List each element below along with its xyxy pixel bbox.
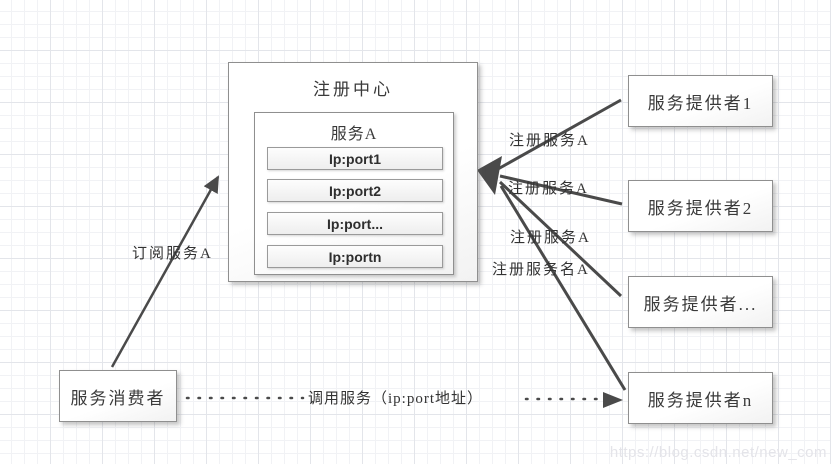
register-name-label: 注册服务名A (492, 262, 590, 278)
register-line-4 (499, 185, 627, 391)
register-label-3: 注册服务A (510, 230, 591, 246)
register-label-1: 注册服务A (509, 133, 590, 149)
endpoint-row-2: Ip:port2 (267, 179, 443, 202)
registry-title: 注册中心 (313, 80, 393, 99)
consumer-box: 服务消费者 (59, 370, 177, 422)
service-group-box: 服务A Ip:port1 Ip:port2 Ip:port... Ip:port… (254, 112, 454, 275)
provider-box-2: 服务提供者2 (628, 180, 773, 232)
register-arrowhead (477, 156, 502, 195)
subscribe-arrow (110, 175, 220, 368)
endpoint-row-1: Ip:port1 (267, 147, 443, 170)
service-title: 服务A (330, 126, 378, 143)
register-label-2: 注册服务A (508, 181, 589, 197)
provider-box-n: 服务提供者n (628, 372, 773, 424)
registry-box: 注册中心 服务A Ip:port1 Ip:port2 Ip:port... Ip… (228, 62, 478, 282)
endpoint-row-3: Ip:port... (267, 212, 443, 235)
provider-box-1: 服务提供者1 (628, 75, 773, 127)
subscribe-label: 订阅服务A (132, 246, 213, 262)
invoke-arrowhead (603, 392, 623, 408)
invoke-label: 调用服务（ip:port地址） (308, 391, 483, 407)
endpoint-row-4: Ip:portn (267, 245, 443, 268)
watermark-text: https://blog.csdn.net/new_com (609, 444, 827, 461)
provider-box-ellipsis: 服务提供者... (628, 276, 773, 328)
